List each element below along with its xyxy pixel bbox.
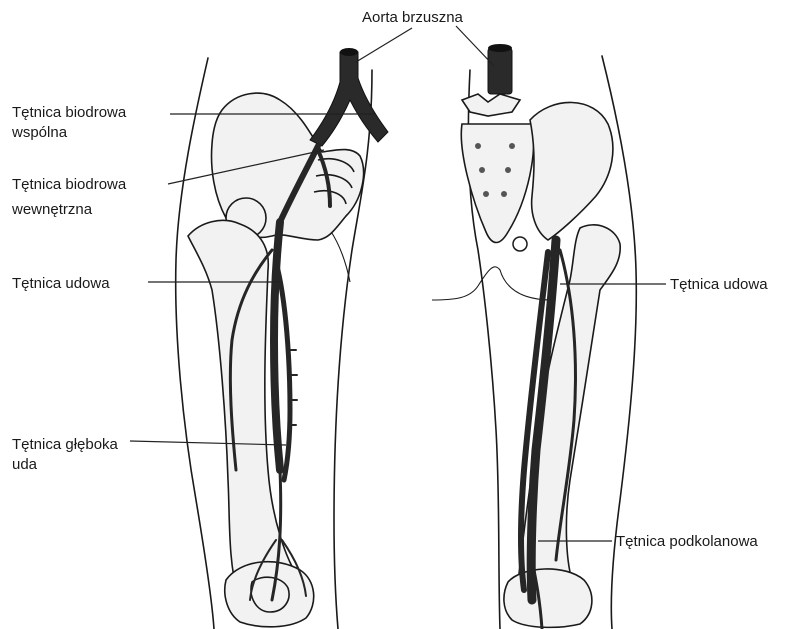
label-femoral-left: Tętnica udowa bbox=[12, 275, 110, 292]
label-internal-iliac-line1: Tętnica biodrowa bbox=[12, 176, 127, 193]
posterior-ilium bbox=[530, 102, 613, 240]
anterior-leg-outline-left bbox=[176, 58, 214, 629]
label-aorta: Aorta brzuszna bbox=[362, 9, 464, 26]
leader-aorta-left bbox=[356, 28, 412, 62]
lumbar-vertebra bbox=[462, 94, 520, 116]
sacrum bbox=[461, 124, 533, 243]
abdominal-aorta-left bbox=[310, 52, 388, 146]
label-deep-femoral-line2: uda bbox=[12, 456, 38, 473]
obturator bbox=[513, 237, 527, 251]
anterior-view bbox=[176, 48, 388, 629]
posterior-knee bbox=[504, 569, 592, 627]
femoral-artery-anterior bbox=[274, 222, 280, 470]
labels: Aorta brzuszna Tętnica biodrowa wspólna … bbox=[11, 9, 768, 550]
label-common-iliac-line2: wspólna bbox=[11, 124, 68, 141]
buttock-crease bbox=[432, 267, 552, 300]
anterior-patella bbox=[251, 577, 289, 612]
aorta-opening-right bbox=[488, 44, 512, 52]
anterior-femur bbox=[188, 220, 300, 600]
label-femoral-right: Tętnica udowa bbox=[670, 276, 768, 293]
label-deep-femoral-line1: Tętnica głęboka bbox=[12, 436, 119, 453]
aorta-opening-left bbox=[340, 48, 358, 56]
label-internal-iliac-line2: wewnętrzna bbox=[11, 201, 93, 218]
label-popliteal: Tętnica podkolanowa bbox=[616, 533, 758, 550]
abdominal-aorta-right bbox=[488, 48, 512, 94]
leader-aorta-right bbox=[456, 26, 494, 66]
anterior-groin-line bbox=[330, 230, 350, 282]
label-common-iliac-line1: Tętnica biodrowa bbox=[12, 104, 127, 121]
